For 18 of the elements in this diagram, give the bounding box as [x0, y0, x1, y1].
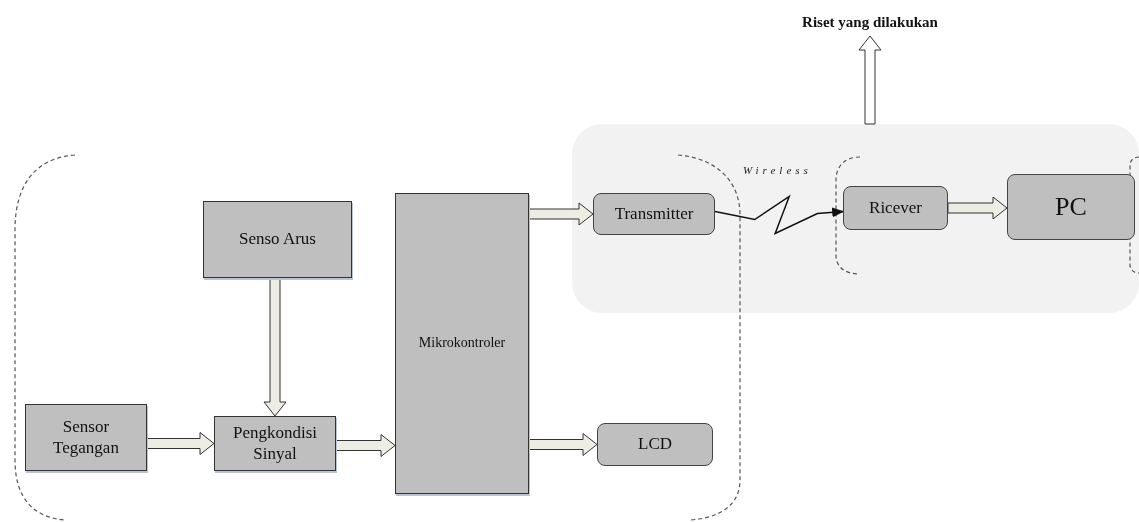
process-box: Transmitter — [593, 193, 715, 235]
title-text: Riset yang dilakukan — [802, 13, 938, 31]
process-box: Pengkondisi Sinyal — [214, 416, 336, 471]
process-box: Mikrokontroler — [395, 193, 529, 494]
signal-arrow — [714, 194, 845, 235]
process-box: PC — [1007, 174, 1135, 240]
process-box: Ricever — [843, 186, 948, 230]
block-arrow — [146, 432, 215, 455]
process-box: Sensor Tegangan — [25, 404, 147, 471]
block-arrow — [858, 35, 882, 125]
block-arrow — [263, 277, 287, 417]
block-arrow — [528, 433, 598, 456]
process-box: LCD — [597, 423, 713, 466]
highlight-panel — [572, 124, 1139, 313]
process-box: Senso Arus — [203, 201, 352, 278]
block-arrow — [528, 202, 594, 226]
block-arrow — [947, 196, 1008, 220]
block-arrow — [335, 434, 396, 457]
